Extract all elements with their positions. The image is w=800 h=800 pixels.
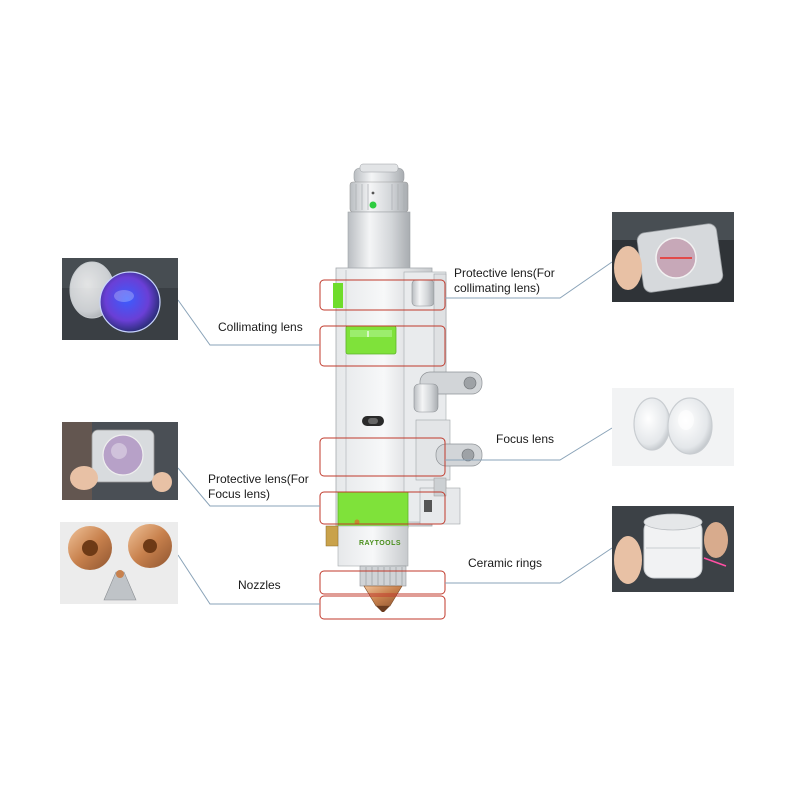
- label-protective-lens-collimating-line1: Protective lens(For: [454, 266, 555, 281]
- thumb-collimating-lens: [62, 258, 178, 340]
- status-dot-icon: [370, 202, 377, 209]
- green-accent-upper: [333, 283, 343, 308]
- label-protective-lens-focus: Protective lens(For Focus lens): [208, 472, 309, 502]
- indicator-dot-icon: [372, 192, 375, 195]
- label-protective-lens-collimating-line2: collimating lens): [454, 281, 555, 296]
- brand-logo-text: RAYTOOLS: [350, 540, 410, 547]
- label-focus-lens: Focus lens: [496, 432, 554, 447]
- thumb-focus-lens: [612, 388, 734, 466]
- label-ceramic-rings: Ceramic rings: [468, 556, 542, 571]
- label-collimating-lens: Collimating lens: [218, 320, 303, 335]
- thumb-ceramic-rings: [612, 506, 734, 592]
- label-protective-lens-collimating: Protective lens(For collimating lens): [454, 266, 555, 296]
- brass-fitting: [326, 526, 338, 546]
- ceramic-ring: [360, 566, 406, 586]
- label-protective-lens-focus-line2: Focus lens): [208, 487, 309, 502]
- thumb-nozzles: [60, 522, 178, 604]
- thumb-protective-lens-collimating: [612, 212, 734, 302]
- label-nozzles: Nozzles: [238, 578, 281, 593]
- thumb-protective-lens-focus: [62, 422, 178, 500]
- top-cap-ring: [360, 164, 398, 172]
- knurled-collar: [350, 182, 408, 212]
- upper-tube: [348, 212, 410, 270]
- green-band: [338, 492, 408, 528]
- label-protective-lens-focus-line1: Protective lens(For: [208, 472, 309, 487]
